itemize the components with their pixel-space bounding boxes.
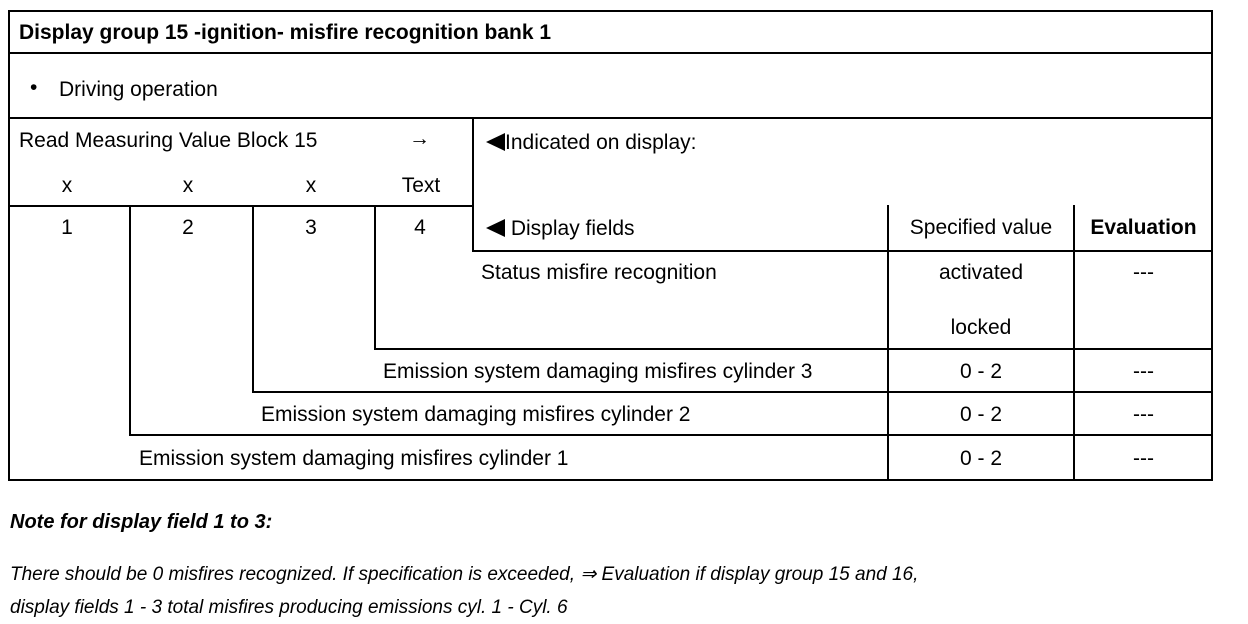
- evaluation-value: ---: [1133, 261, 1154, 284]
- field-code-3: x: [305, 174, 317, 197]
- evaluation-value: ---: [1133, 360, 1154, 383]
- read-block-label: Read Measuring Value Block 15: [19, 129, 318, 152]
- bullet-icon: •: [30, 76, 38, 99]
- arrow-right-icon: →: [409, 127, 430, 150]
- divider: [887, 205, 889, 481]
- divider: [8, 52, 1213, 54]
- table-row-label: Emission system damaging misfires cylind…: [139, 447, 569, 470]
- bracket-line: [374, 205, 376, 350]
- note-text: display fields 1 - 3 total misfires prod…: [10, 597, 568, 618]
- table-row-label: Emission system damaging misfires cylind…: [383, 360, 813, 383]
- field-code-2: x: [182, 174, 194, 197]
- bracket-line: [374, 348, 1213, 350]
- evaluation-value: ---: [1133, 403, 1154, 426]
- specified-value: 0 - 2: [959, 447, 1003, 470]
- divider: [1073, 205, 1075, 481]
- table-row-label: Status misfire recognition: [481, 261, 717, 284]
- divider: [8, 117, 1213, 119]
- field-number-4: 4: [414, 216, 426, 239]
- arrow-right-icon: ⇒: [580, 564, 597, 585]
- column-header-evaluation: Evaluation: [1090, 216, 1197, 239]
- left-triangle-icon: [486, 133, 505, 151]
- condition-text: Driving operation: [59, 78, 218, 101]
- field-number-3: 3: [305, 216, 317, 239]
- divider: [472, 250, 1213, 252]
- table-frame: [8, 10, 1213, 481]
- specified-value: locked: [950, 316, 1012, 339]
- specified-value: activated: [938, 261, 1024, 284]
- bracket-line: [252, 391, 1213, 393]
- left-triangle-icon: [486, 219, 505, 237]
- bracket-line: [129, 434, 1213, 436]
- bracket-line: [129, 205, 131, 436]
- indicated-label: Indicated on display:: [486, 131, 696, 155]
- field-number-1: 1: [61, 216, 73, 239]
- specified-value: 0 - 2: [959, 403, 1003, 426]
- field-code-1: x: [61, 174, 73, 197]
- bracket-line: [252, 205, 254, 393]
- field-code-4: Text: [401, 174, 441, 197]
- divider: [472, 117, 474, 251]
- table-row-label: Emission system damaging misfires cylind…: [261, 403, 691, 426]
- note-text: There should be 0 misfires recognized. I…: [10, 564, 919, 585]
- column-header-display-fields: Display fields: [486, 217, 635, 241]
- page-title: Display group 15 -ignition- misfire reco…: [19, 21, 552, 44]
- field-number-2: 2: [182, 216, 194, 239]
- divider: [8, 205, 474, 207]
- column-header-specified-value: Specified value: [909, 216, 1053, 239]
- note-title: Note for display field 1 to 3:: [10, 511, 273, 533]
- specified-value: 0 - 2: [959, 360, 1003, 383]
- evaluation-value: ---: [1133, 447, 1154, 470]
